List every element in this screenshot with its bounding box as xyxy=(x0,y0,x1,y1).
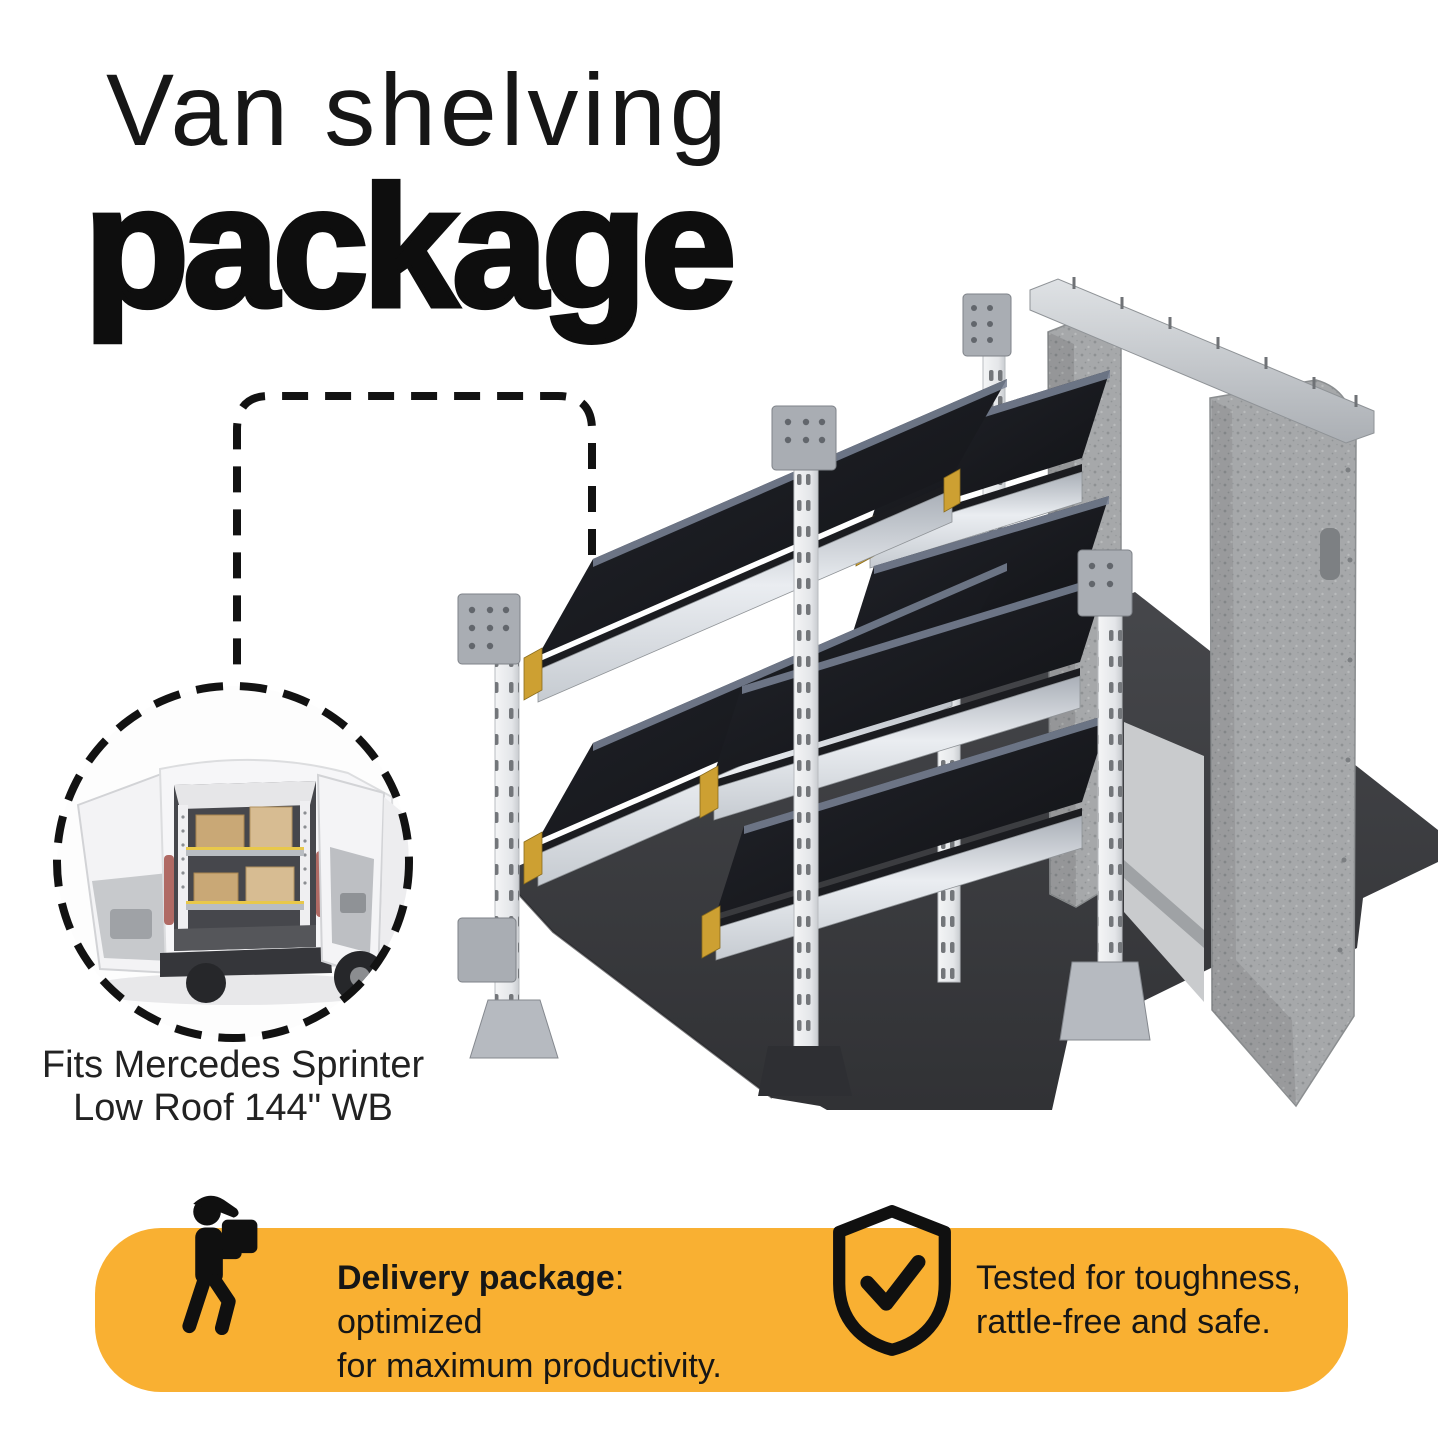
van-body xyxy=(158,758,398,977)
feature-delivery-rest: : optimized xyxy=(337,1259,625,1342)
fitment-caption-line2: Low Roof 144" WB xyxy=(73,1086,393,1129)
product-render xyxy=(457,277,1438,1110)
panel-handle-cutout xyxy=(1320,528,1340,580)
upright-front-left xyxy=(457,593,559,1059)
upright-foot xyxy=(758,1046,852,1096)
van-wheel xyxy=(186,963,226,1003)
van-left-door xyxy=(76,771,174,975)
mounting-bracket xyxy=(457,917,517,983)
van-rear-photo xyxy=(57,686,409,1038)
van-taillight xyxy=(164,855,174,925)
bulkhead-top-rail xyxy=(1029,277,1375,444)
mounting-bracket xyxy=(962,293,1012,357)
upright-front-center xyxy=(758,405,852,1096)
fitment-caption: Fits Mercedes Sprinter Low Roof 144" WB xyxy=(28,1044,438,1129)
interior-shelf xyxy=(186,806,304,856)
interior-shelf xyxy=(186,866,304,910)
van-photo-circle xyxy=(53,682,413,1042)
mounting-bracket xyxy=(1077,549,1133,617)
shelf-tray xyxy=(523,379,1007,703)
feature-banner xyxy=(95,1228,1348,1392)
upright-foot xyxy=(469,999,559,1059)
feature-tested-text: Tested for toughness, rattle-free and sa… xyxy=(976,1256,1356,1344)
van-right-door xyxy=(316,773,386,981)
page-title-line2: package xyxy=(81,149,738,346)
feature-delivery-bold: Delivery package xyxy=(337,1259,615,1297)
feature-delivery-text: Delivery package: optimized for maximum … xyxy=(337,1256,767,1389)
feature-tested-line1: Tested for toughness, xyxy=(976,1259,1302,1297)
door-gap-floor xyxy=(1124,722,1204,1002)
upright-front-right xyxy=(1059,549,1151,1041)
delivery-person-icon xyxy=(182,1195,258,1336)
page-title-line1: Van shelving xyxy=(106,53,731,167)
feature-tested-line2: rattle-free and safe. xyxy=(976,1303,1271,1342)
fitment-caption-line1: Fits Mercedes Sprinter xyxy=(41,1044,425,1086)
bulkhead-panel-right xyxy=(1209,379,1357,1108)
upright-foot xyxy=(1059,961,1151,1041)
feature-delivery-line2: for maximum productivity. xyxy=(337,1347,722,1386)
shield-check-icon xyxy=(833,1205,951,1356)
